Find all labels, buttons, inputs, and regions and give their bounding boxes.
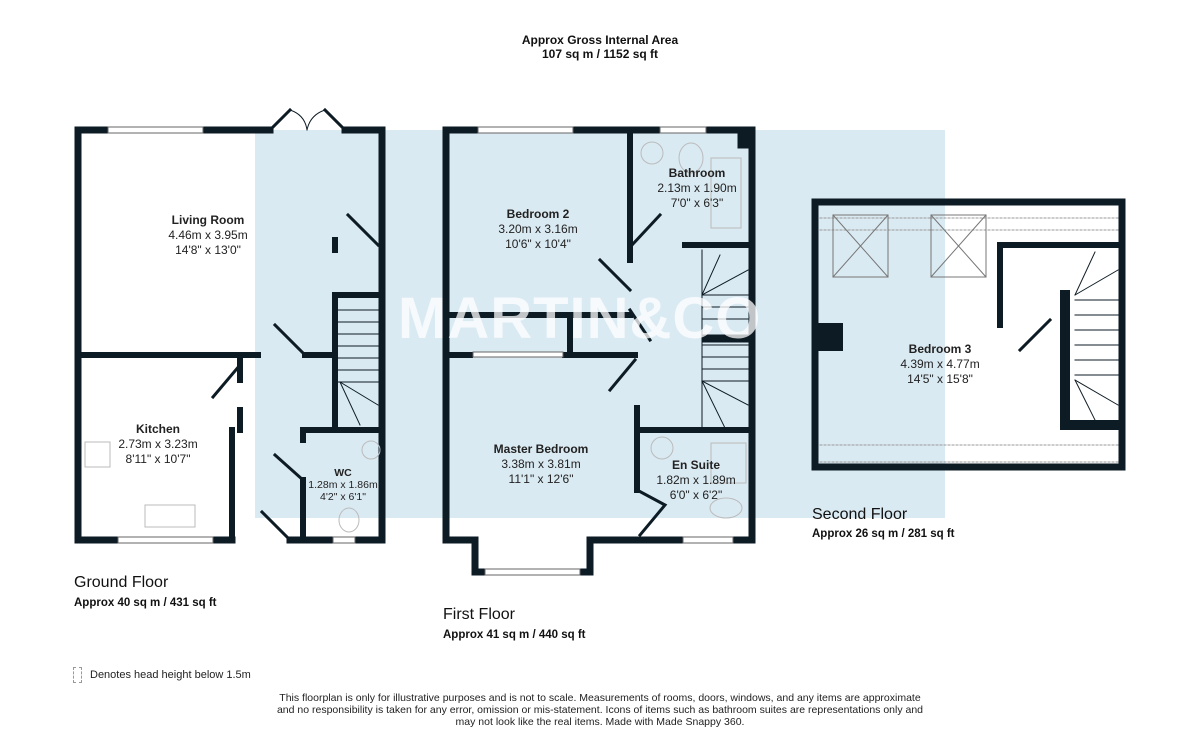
- room-bathroom: Bathroom 2.13m x 1.90m 7'0" x 6'3": [657, 166, 736, 211]
- disclaimer-text: This floorplan is only for illustrative …: [276, 692, 924, 728]
- room-en-suite: En Suite 1.82m x 1.89m 6'0" x 6'2": [656, 458, 735, 503]
- legend-text: Denotes head height below 1.5m: [90, 669, 251, 681]
- room-name: En Suite: [671, 458, 720, 472]
- agency-watermark: MARTIN&CO: [398, 286, 762, 351]
- room-metric: 4.39m x 4.77m: [900, 357, 980, 371]
- room-metric: 3.20m x 3.16m: [498, 222, 578, 236]
- room-imperial: 11'1" x 12'6": [508, 472, 574, 486]
- gross-area-heading: Approx Gross Internal Area: [521, 33, 679, 47]
- room-name: WC: [334, 467, 352, 479]
- room-metric: 2.73m x 3.23m: [118, 437, 198, 451]
- second-floor-plan: [811, 198, 1126, 471]
- room-kitchen: Kitchen 2.73m x 3.23m 8'11" x 10'7": [118, 422, 197, 467]
- first-floor-plan: [442, 126, 756, 576]
- room-name: Bathroom: [668, 166, 726, 180]
- room-metric: 2.13m x 1.90m: [657, 181, 737, 195]
- head-height-legend: Denotes head height below 1.5m: [73, 667, 251, 683]
- room-bedroom-2: Bedroom 2 3.20m x 3.16m 10'6" x 10'4": [498, 207, 577, 252]
- first-floor-area: Approx 41 sq m / 440 sq ft: [443, 629, 586, 641]
- room-name: Kitchen: [135, 422, 180, 436]
- room-imperial: 10'6" x 10'4": [505, 237, 571, 251]
- room-imperial: 7'0" x 6'3": [670, 196, 724, 210]
- room-name: Living Room: [171, 213, 245, 227]
- second-floor-area: Approx 26 sq m / 281 sq ft: [812, 528, 955, 540]
- room-name: Master Bedroom: [493, 442, 589, 456]
- room-bedroom-3: Bedroom 3 4.39m x 4.77m 14'5" x 15'8": [900, 342, 979, 387]
- room-living-room: Living Room 4.46m x 3.95m 14'8" x 13'0": [168, 213, 247, 258]
- room-name: Bedroom 3: [908, 342, 972, 356]
- dashed-box-icon: [73, 667, 82, 683]
- room-imperial: 4'2" x 6'1": [320, 491, 366, 503]
- room-metric: 4.46m x 3.95m: [168, 228, 248, 242]
- room-master-bedroom: Master Bedroom 3.38m x 3.81m 11'1" x 12'…: [494, 442, 589, 487]
- room-imperial: 8'11" x 10'7": [125, 452, 191, 466]
- room-wc: WC 1.28m x 1.86m 4'2" x 6'1": [308, 467, 377, 503]
- room-imperial: 14'5" x 15'8": [907, 372, 973, 386]
- ground-floor-area: Approx 40 sq m / 431 sq ft: [74, 597, 217, 609]
- gross-area-title: Approx Gross Internal Area 107 sq m / 11…: [0, 33, 1200, 61]
- room-metric: 1.82m x 1.89m: [656, 473, 736, 487]
- room-name: Bedroom 2: [506, 207, 570, 221]
- room-metric: 3.38m x 3.81m: [501, 457, 581, 471]
- room-imperial: 6'0" x 6'2": [669, 488, 723, 502]
- gross-area-value: 107 sq m / 1152 sq ft: [541, 47, 659, 61]
- ground-floor-plan: [74, 107, 386, 544]
- room-metric: 1.28m x 1.86m: [308, 479, 378, 491]
- ground-floor-title: Ground Floor: [74, 574, 169, 591]
- first-floor-title: First Floor: [443, 606, 515, 623]
- second-floor-title: Second Floor: [812, 506, 908, 523]
- room-imperial: 14'8" x 13'0": [175, 243, 241, 257]
